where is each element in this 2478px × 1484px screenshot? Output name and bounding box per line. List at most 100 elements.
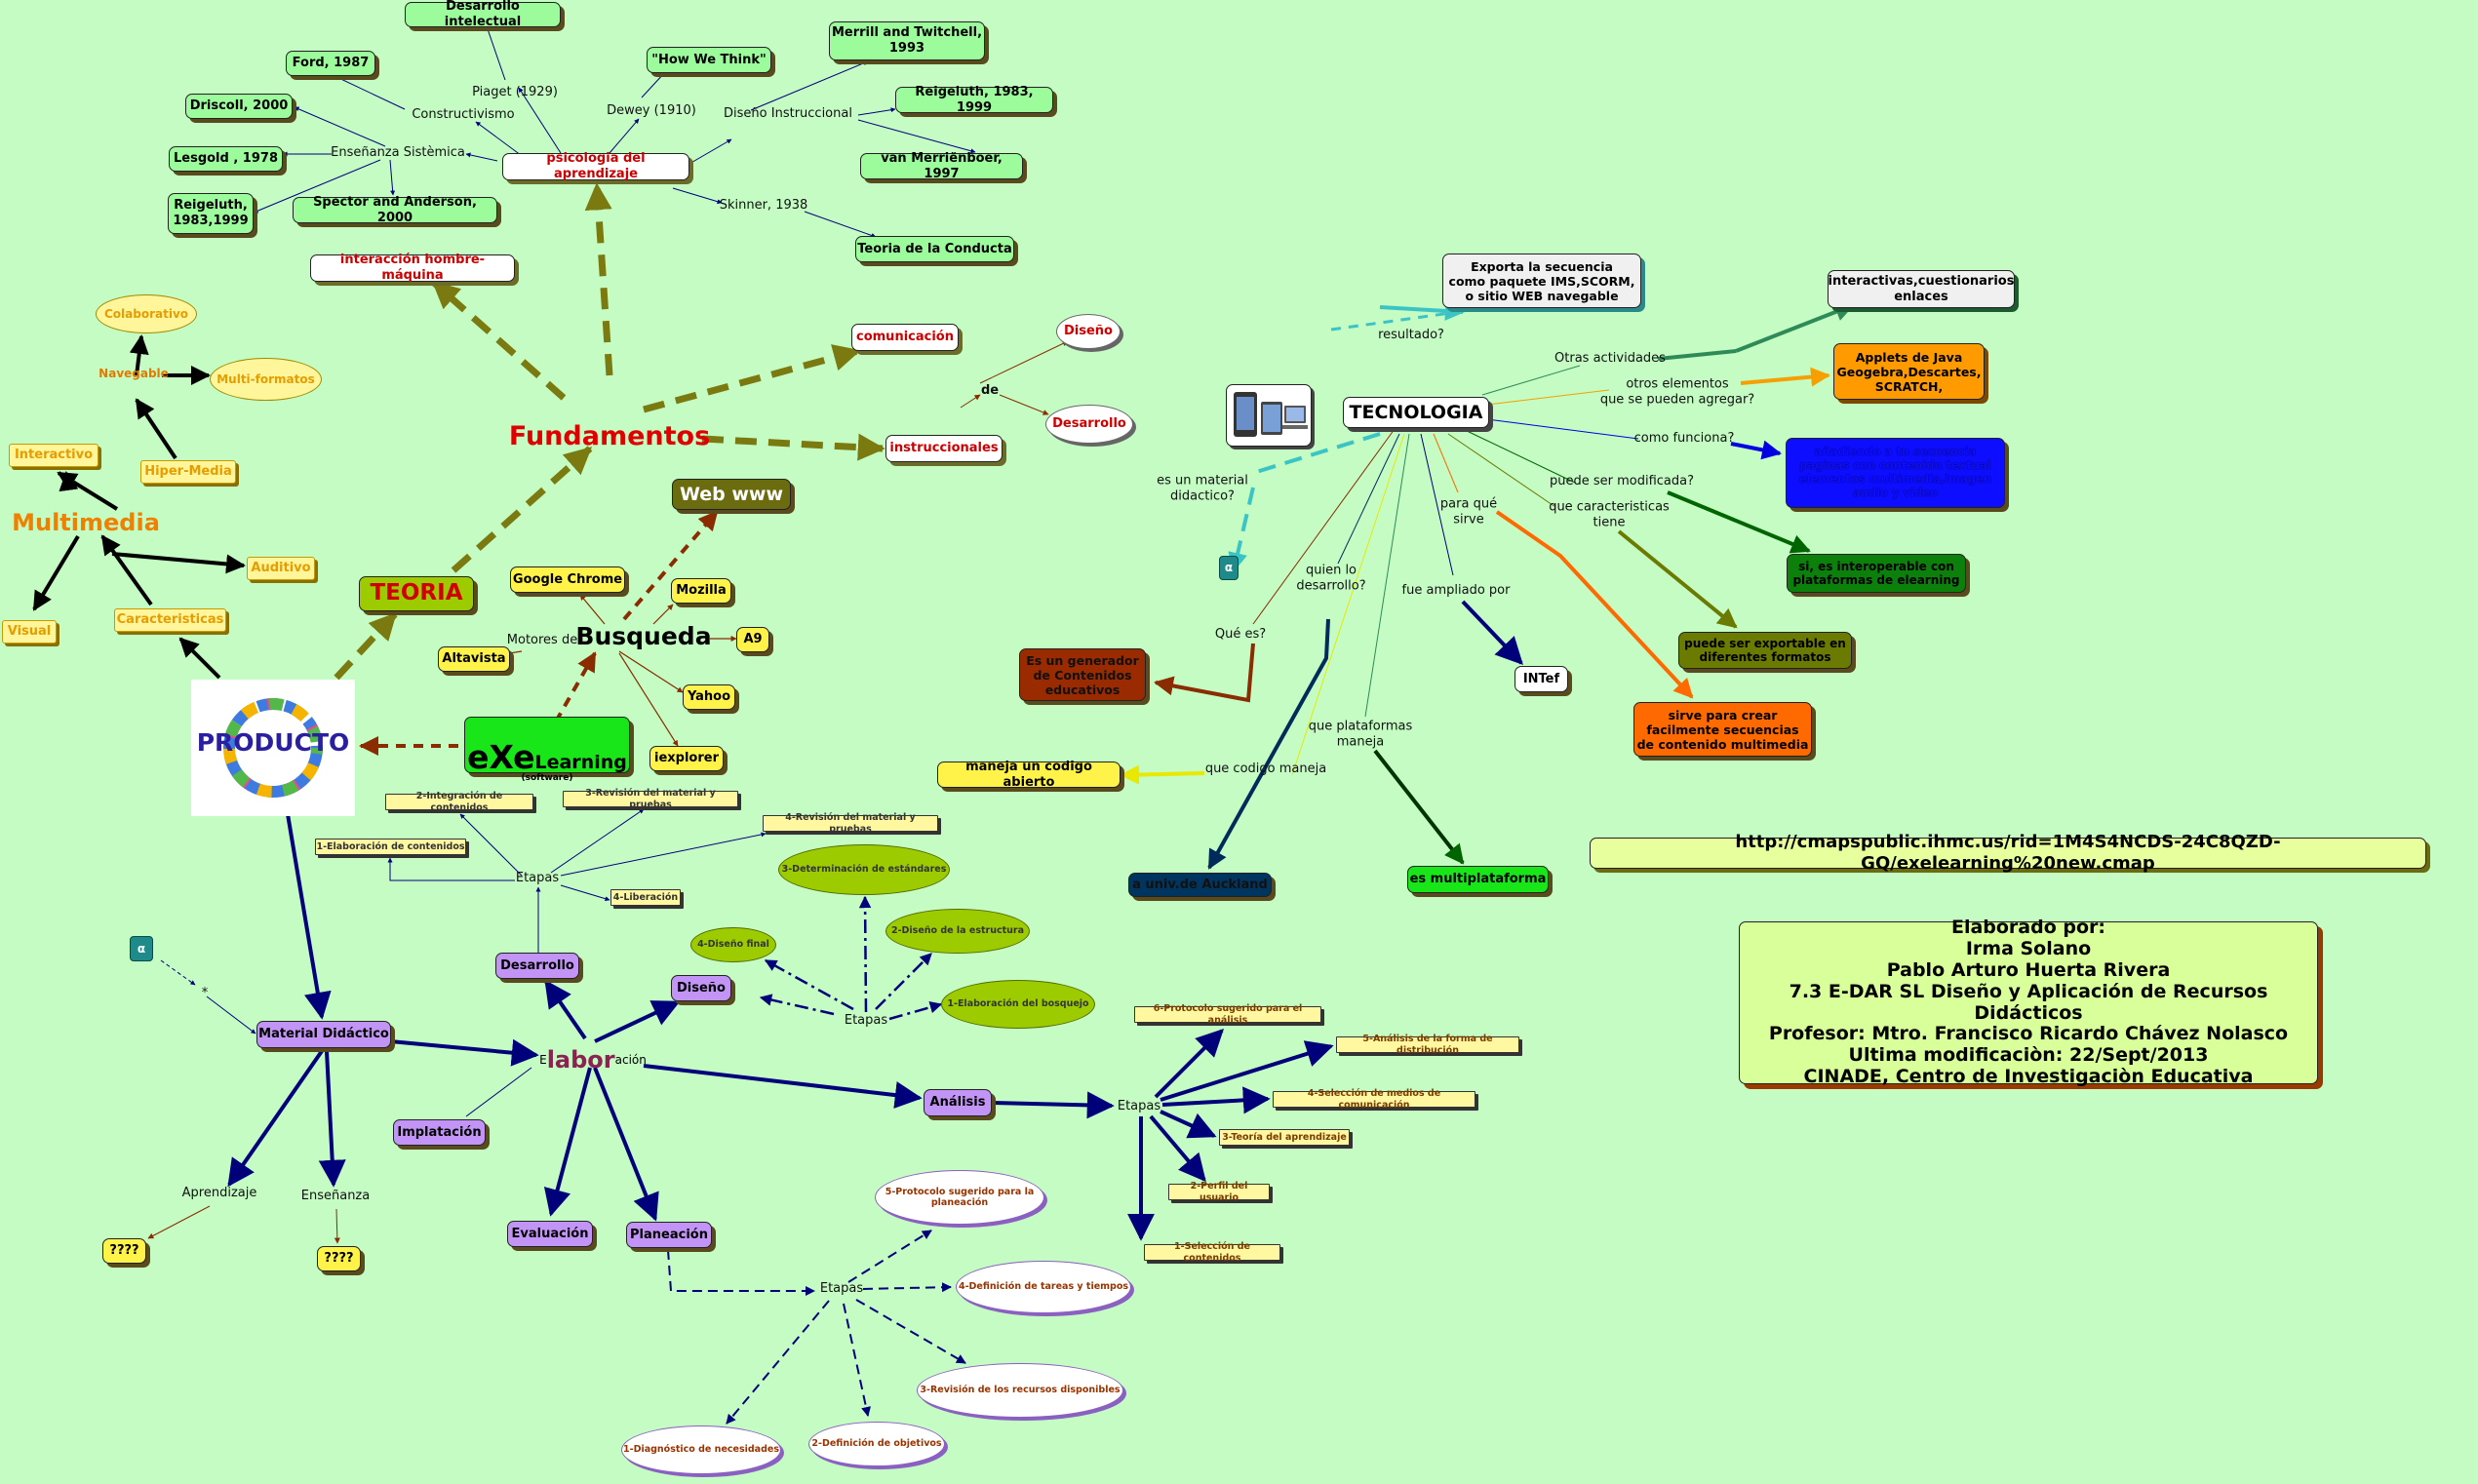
node-seleccion-contenidos[interactable]: 1-Selección de contenidos (1144, 1241, 1280, 1264)
exe-learning-text: Learning (534, 752, 627, 774)
node-revision-recursos[interactable]: 3-Revisión de los recursos disponibles (917, 1363, 1123, 1418)
label-dewey: Dewey (1910) (607, 103, 696, 119)
node-ford-1987[interactable]: Ford, 1987 (286, 51, 375, 76)
node-como-funciona-answer[interactable]: añadiendo a tu secuencia paginas con con… (1786, 438, 2005, 508)
label-ensenanza: Enseñanza (300, 1189, 371, 1204)
node-caracteristicas[interactable]: Caracteristicas (114, 608, 226, 632)
label-fue-ampliado: fue ampliado por (1401, 583, 1511, 599)
label-es-material: es un material didactico? (1157, 473, 1248, 503)
node-interactivas[interactable]: interactivas,cuestionarios enlaces (1828, 270, 2015, 308)
node-comunicacion[interactable]: comunicación (851, 324, 959, 351)
node-material-didactico[interactable]: Material Didáctico (256, 1021, 391, 1048)
node-how-we-think[interactable]: "How We Think" (647, 47, 771, 73)
node-question-ensenanza[interactable]: ???? (317, 1246, 361, 1271)
node-definicion-objetivos[interactable]: 2-Definición de objetivos (808, 1422, 945, 1466)
node-interactivo[interactable]: Interactivo (9, 444, 98, 467)
node-altavista[interactable]: Altavista (438, 646, 510, 672)
node-producto[interactable]: PRODUCTO (191, 680, 355, 816)
node-yahoo[interactable]: Yahoo (683, 684, 735, 710)
node-exporta-secuencia[interactable]: Exporta la secuencia como paquete IMS,SC… (1442, 254, 1641, 308)
node-evaluacion[interactable]: Evaluación (507, 1221, 593, 1247)
node-generador[interactable]: Es un generador de Contenidos educativos (1019, 648, 1146, 701)
node-analisis-distribucion[interactable]: 5-Análisis de la forma de distribución (1336, 1034, 1519, 1056)
node-a9[interactable]: A9 (736, 627, 769, 652)
node-multimedia[interactable]: Multimedia (12, 508, 160, 536)
node-interoperable[interactable]: si, es interoperable con plataformas de … (1787, 554, 1966, 593)
node-desarrollo-oval[interactable]: Desarrollo (1045, 405, 1133, 444)
node-desarrollo[interactable]: Desarrollo (495, 953, 579, 979)
node-alpha[interactable]: α (130, 936, 153, 961)
node-definicion-tareas[interactable]: 4-Definición de tareas y tiempos (956, 1261, 1131, 1313)
node-planeacion[interactable]: Planeación (626, 1222, 712, 1248)
node-elaboracion-contenidos[interactable]: 1-Elaboración de contenidos (315, 839, 466, 855)
node-elaboracion-bosquejo[interactable]: 1-Elaboración del bosquejo (941, 980, 1095, 1029)
node-diseno-estructura[interactable]: 2-Diseño de la estructura (885, 909, 1030, 954)
node-tecnologia[interactable]: TECNOLOGIA (1343, 397, 1489, 428)
label-puede-modificada: puede ser modificada? (1549, 474, 1695, 489)
node-teoria[interactable]: TEORIA (359, 576, 474, 611)
node-busqueda[interactable]: Busqueda (575, 622, 712, 650)
node-teoria-aprendizaje[interactable]: 3-Teoría del aprendizaje (1219, 1129, 1350, 1146)
node-protocolo-analisis[interactable]: 6-Protocolo sugerido para el análisis (1134, 1003, 1321, 1026)
node-merrill-twitchell[interactable]: Merrill and Twitchell, 1993 (829, 21, 985, 60)
node-determinacion-estandares[interactable]: 3-Determinación de estándares (778, 844, 950, 895)
node-question-aprendizaje[interactable]: ???? (102, 1238, 146, 1264)
node-revision-material-4[interactable]: 4-Revisión del material y pruebas (763, 812, 938, 835)
node-analisis[interactable]: Análisis (924, 1089, 992, 1116)
node-spector-anderson[interactable]: Spector and Anderson, 2000 (293, 195, 497, 225)
node-diseno-final[interactable]: 4-Diseño final (690, 927, 776, 962)
node-diseno-oval[interactable]: Diseño (1056, 314, 1121, 349)
label-piaget: Piaget (1929) (472, 85, 558, 100)
node-liberacion[interactable]: 4-Liberación (610, 889, 681, 906)
node-van-merrienboer[interactable]: van Merriënboer, 1997 (860, 151, 1023, 181)
node-driscoll-2000[interactable]: Driscoll, 2000 (185, 94, 293, 119)
node-codigo-abierto[interactable]: maneja un codigo abierto (937, 760, 1121, 790)
node-sirve-crear[interactable]: sirve para crear facilmente secuencias d… (1633, 702, 1812, 757)
node-univ-auckland[interactable]: a univ.de Auckland (1128, 873, 1272, 897)
node-intef[interactable]: INTef (1514, 666, 1568, 692)
devices-image (1226, 384, 1312, 447)
node-exelearning[interactable]: eXeLearning (software) (464, 717, 630, 783)
exe-software-text: (software) (521, 772, 573, 783)
node-psicologia-aprendizaje[interactable]: psicologia del aprendizaje (502, 151, 689, 181)
label-motores-de: Motores de (506, 633, 578, 648)
label-otros-elementos: otros elementos que se pueden agregar? (1599, 376, 1755, 407)
label-otras-actividades: Otras actividades (1554, 351, 1666, 367)
node-teoria-conducta[interactable]: Teoria de la Conducta (855, 236, 1014, 262)
node-iexplorer[interactable]: iexplorer (649, 746, 724, 771)
node-interaccion-hombre-maquina[interactable]: interacción hombre-máquina (310, 253, 515, 283)
node-auditivo[interactable]: Auditivo (247, 557, 315, 580)
producto-label: PRODUCTO (196, 728, 350, 757)
node-google-chrome[interactable]: Google Chrome (510, 566, 625, 593)
node-integracion-contenidos[interactable]: 2-Integración de contenidos (385, 791, 533, 813)
node-diseno[interactable]: Diseño (671, 975, 731, 1001)
node-alpha-tech[interactable]: α (1219, 556, 1239, 580)
link-cmap-url[interactable]: http://cmapspublic.ihmc.us/rid=1M4S4NCDS… (1590, 832, 2426, 874)
label-que-plataformas: que plataformas maneja (1308, 719, 1413, 749)
label-navegable[interactable]: Navegable (98, 366, 169, 380)
node-perfil-usuario[interactable]: 2-Perfil del usuario (1168, 1181, 1270, 1203)
node-implatacion[interactable]: Implatación (393, 1119, 486, 1146)
node-fundamentos[interactable]: Fundamentos (508, 420, 711, 451)
node-hiper-media[interactable]: Hiper-Media (140, 460, 236, 484)
node-seleccion-medios[interactable]: 4-Selección de medios de comunicación (1273, 1088, 1475, 1111)
node-applets[interactable]: Applets de Java Geogebra,Descartes, SCRA… (1833, 343, 1985, 400)
node-lesgold-1978[interactable]: Lesgold , 1978 (169, 146, 283, 172)
node-protocolo-planeacion[interactable]: 5-Protocolo sugerido para la planeación (875, 1170, 1044, 1225)
node-multi-formatos[interactable]: Multi-formatos (210, 358, 322, 401)
node-mozilla[interactable]: Mozilla (671, 578, 731, 604)
node-reigeluth-1983[interactable]: Reigeluth, 1983, 1999 (895, 85, 1053, 115)
node-reigeluth-1983-1999[interactable]: Reigeluth, 1983,1999 (168, 193, 254, 234)
node-web-www[interactable]: Web www (672, 479, 791, 510)
label-de: de (980, 383, 1000, 399)
node-diagnostico[interactable]: 1-Diagnóstico de necesidades (621, 1425, 781, 1474)
node-revision-material[interactable]: 3-Revisión del material y pruebas (563, 788, 738, 810)
node-visual[interactable]: Visual (2, 620, 57, 644)
node-multiplataforma[interactable]: es multiplataforma (1407, 866, 1549, 893)
node-exportable[interactable]: puede ser exportable en diferentes forma… (1678, 632, 1852, 669)
node-desarrollo-intelectual[interactable]: Desarrollo intelectual (405, 0, 561, 29)
node-instruccionales[interactable]: instruccionales (885, 435, 1003, 462)
node-colaborativo[interactable]: Colaborativo (96, 294, 197, 333)
credits-box: Elaborado por: Irma Solano Pablo Arturo … (1739, 917, 2318, 1087)
